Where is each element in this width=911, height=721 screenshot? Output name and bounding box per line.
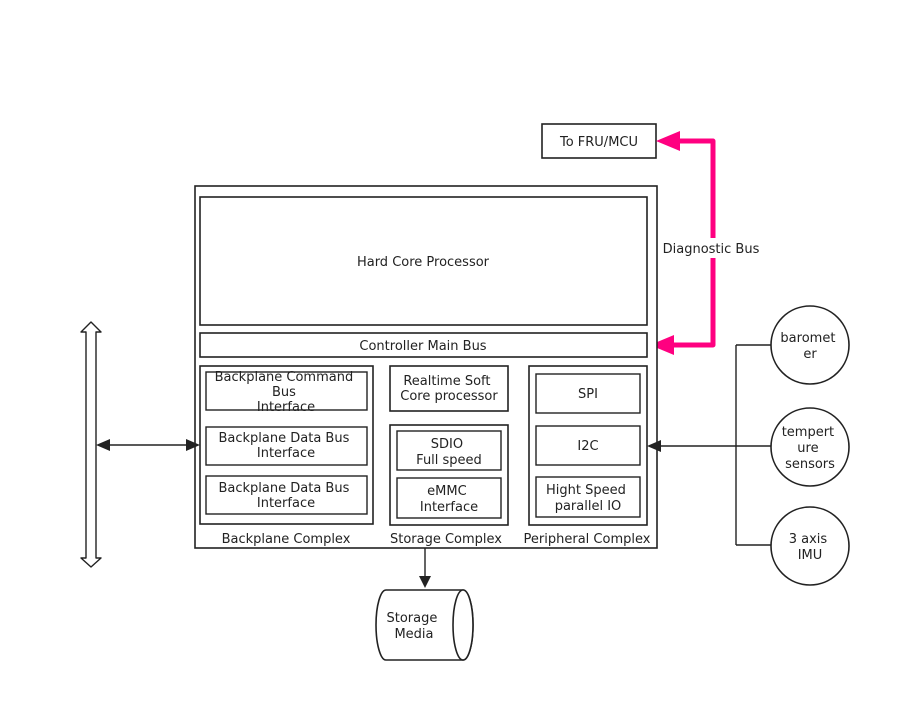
i2c-interface [535, 425, 641, 466]
sensor-wiring [647, 344, 771, 546]
emmc-interface [396, 477, 502, 519]
peripheral-complex: SPI I2C Hight Speed parallel IO Peripher… [524, 365, 651, 547]
imu-sensor: 3 axis IMU [770, 506, 850, 586]
external-bus-double-arrow [80, 321, 102, 568]
temperature-sensor: tempert ure sensors [770, 407, 850, 487]
processor-label: Hard Core Processor [357, 255, 490, 270]
barometer-sensor: baromet er [770, 305, 850, 385]
spi-interface [535, 373, 641, 414]
soft-core-label: Realtime Soft Core processor [400, 374, 498, 404]
peripheral-complex-label: Peripheral Complex [524, 532, 651, 547]
sensor-bus-arrow [647, 440, 661, 452]
backplane-link-arrow-left [96, 439, 110, 451]
sdio-interface [396, 430, 502, 471]
diagnostic-bus-arrow-bottom [650, 335, 674, 355]
sdio-label: SDIO Full speed [416, 437, 482, 468]
backplane-data-bus-1-label: Backplane Data Bus Interface [218, 431, 353, 461]
hard-core-processor: Hard Core Processor [199, 196, 648, 326]
backplane-complex: Backplane Command Bus Interface Backplan… [199, 365, 374, 547]
storage-complex-label: Storage Complex [390, 532, 502, 547]
i2c-label: I2C [577, 439, 598, 454]
diagnostic-bus: Diagnostic Bus [650, 131, 760, 355]
backplane-command-bus-interface [205, 371, 368, 411]
storage-media-label: Storage Media [386, 611, 441, 642]
barometer-label: baromet er [780, 331, 839, 362]
fru-mcu-label: To FRU/MCU [559, 135, 638, 150]
temperature-label: tempert ure sensors [782, 425, 839, 472]
backplane-data-bus-interface-1 [205, 426, 368, 466]
main-bus-label: Controller Main Bus [359, 339, 486, 354]
spi-label: SPI [578, 387, 598, 402]
controller-main-bus: Controller Main Bus [199, 332, 648, 358]
storage-media-arrow [419, 576, 431, 588]
diagnostic-bus-arrow-top [656, 131, 680, 151]
storage-complex: Realtime Soft Core processor SDIO Full s… [389, 365, 509, 547]
parallel-io-interface [535, 476, 641, 518]
realtime-soft-core [389, 365, 509, 412]
backplane-command-bus-label: Backplane Command Bus Interface [215, 370, 358, 415]
diagnostic-bus-label: Diagnostic Bus [663, 242, 760, 257]
backplane-complex-label: Backplane Complex [222, 532, 351, 547]
backplane-link-arrow-right [186, 439, 200, 451]
imu-label: 3 axis IMU [789, 532, 832, 563]
parallel-io-label: Hight Speed parallel IO [546, 483, 630, 514]
backplane-data-bus-2-label: Backplane Data Bus Interface [218, 481, 353, 511]
fru-mcu-node: To FRU/MCU [541, 123, 657, 159]
storage-media: Storage Media [375, 589, 474, 661]
backplane-data-bus-interface-2 [205, 475, 368, 515]
emmc-label: eMMC Interface [420, 484, 478, 515]
